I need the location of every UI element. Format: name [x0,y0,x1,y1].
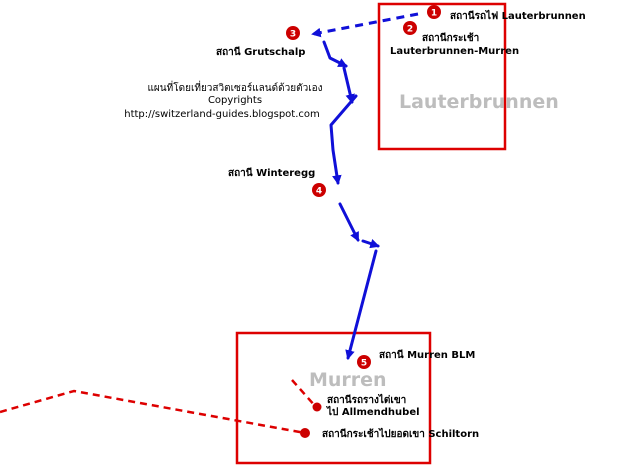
lauterbrunnen-area-box [377,2,507,151]
station-label-cable-car-line1: สถานีกระเช้า [422,32,479,44]
map-credit-line1: แผนที่โดยเที่ยวสวิตเซอร์แลนด์ด้วยตัวเอง [147,80,322,94]
label-schilthorn-cable-car: สถานีกระเช้าไปยอดเขา Schiltorn [322,427,479,440]
station-number-5: 5 [361,359,367,369]
station-marker-5: 5 [357,355,371,369]
schilthorn-cable-car-line [0,389,306,435]
station-number-1: 1 [431,9,437,19]
station-marker-2: 2 [403,21,417,35]
station-marker-1: 1 [427,5,441,19]
train-route-to-murren [345,249,378,360]
train-route-to-winteregg [329,94,358,185]
map-credit-line2: Copyrights [208,95,262,106]
train-route-bend [361,239,380,249]
station-label-grutschalp: สถานี Grutschalp [216,46,305,58]
train-route-grutschalp-1 [322,40,348,68]
station-label-murren-blm: สถานี Murren BLM [379,349,475,361]
map-credit-line3: http://switzerland-guides.blogspot.com [124,109,320,120]
allmendhubel-funicular-line [291,379,317,408]
label-allmendhubel-line2: ไป Allmendhubel [326,405,420,418]
allmendhubel-stop-dot [312,402,322,412]
station-number-3: 3 [290,30,296,40]
station-number-2: 2 [407,25,413,35]
station-number-4: 4 [316,187,322,197]
station-marker-4: 4 [312,183,326,197]
train-route-grutschalp-2 [342,66,355,104]
murren-town-label: Murren [309,369,387,391]
schilthorn-stop-dot [300,428,310,438]
label-allmendhubel-line1: สถานีรถรางไต่เขา [327,393,406,406]
cable-car-route-segment [311,12,419,38]
station-label-lauterbrunnen-train: สถานีรถไฟ Lauterbrunnen [450,9,586,22]
lauterbrunnen-town-label: Lauterbrunnen [399,91,559,113]
train-route-after-winteregg [338,202,360,242]
station-marker-3: 3 [286,26,300,40]
murren-area-box [235,331,432,465]
station-label-cable-car-line2: Lauterbrunnen-Murren [390,46,519,57]
station-label-winteregg: สถานี Winteregg [228,167,315,179]
